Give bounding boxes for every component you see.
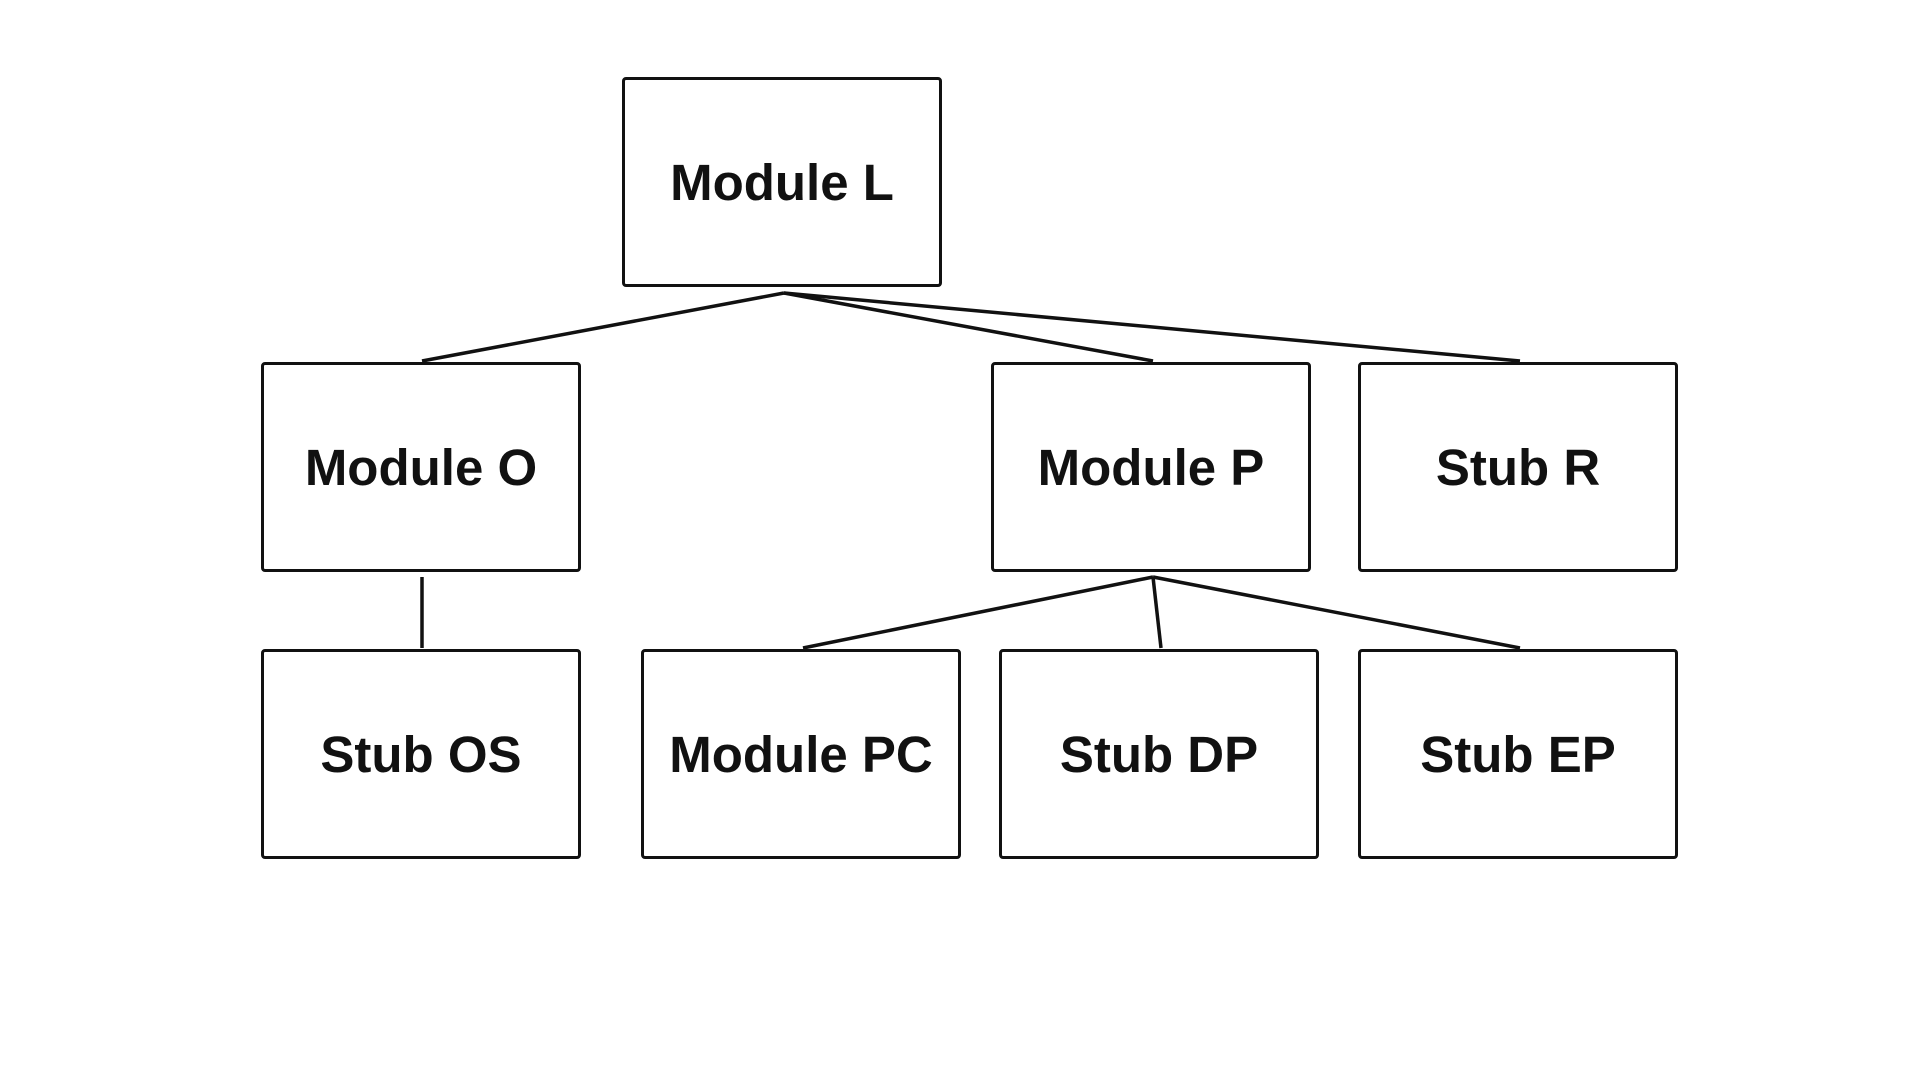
node-stub-dp: Stub DP bbox=[999, 649, 1319, 859]
node-module-o: Module O bbox=[261, 362, 581, 572]
node-label: Module PC bbox=[669, 725, 933, 783]
node-label: Module P bbox=[1037, 438, 1265, 496]
edge-module-l-module-o bbox=[421, 291, 785, 363]
node-label: Stub OS bbox=[320, 725, 522, 783]
node-stub-r: Stub R bbox=[1358, 362, 1678, 572]
node-stub-ep: Stub EP bbox=[1358, 649, 1678, 859]
node-module-p: Module P bbox=[991, 362, 1311, 572]
edge-module-p-stub-ep bbox=[1152, 575, 1521, 650]
node-stub-os: Stub OS bbox=[261, 649, 581, 859]
edge-module-p-module-pc bbox=[802, 575, 1154, 650]
node-label: Module O bbox=[304, 438, 538, 496]
node-label: Stub R bbox=[1435, 438, 1601, 496]
edge-module-l-module-p bbox=[783, 291, 1154, 363]
edge-module-p-stub-dp bbox=[1151, 576, 1163, 649]
edge-module-l-stub-r bbox=[783, 291, 1521, 363]
node-label: Module L bbox=[670, 153, 894, 211]
node-module-l: Module L bbox=[622, 77, 942, 287]
node-label: Stub EP bbox=[1420, 725, 1616, 783]
node-module-pc: Module PC bbox=[641, 649, 961, 859]
node-label: Stub DP bbox=[1059, 725, 1259, 783]
